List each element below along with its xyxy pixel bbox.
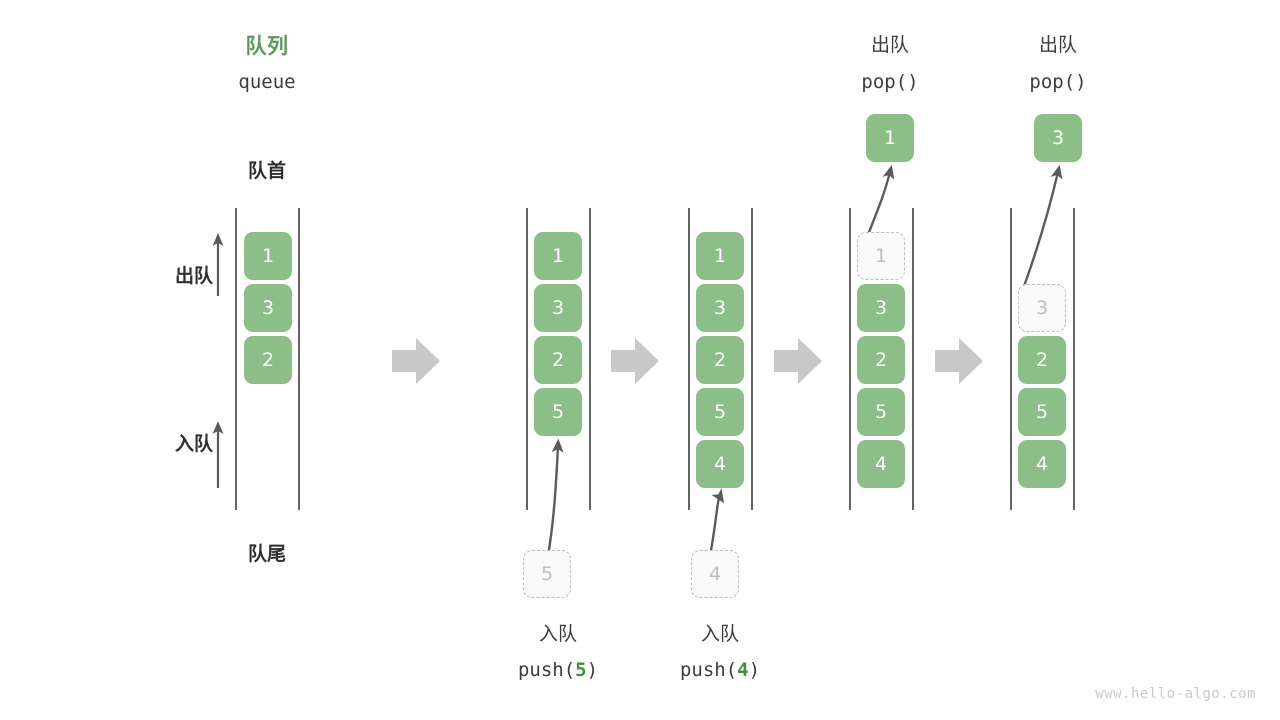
queue-cell[interactable]: 3 [244, 284, 292, 332]
push-caption-code-col3: push(4) [680, 658, 760, 683]
push-code-arg-col3: 4 [737, 659, 749, 681]
queue-cell[interactable]: 5 [857, 388, 905, 436]
queue-cell[interactable]: 1 [244, 232, 292, 280]
queue-rails [235, 208, 1075, 510]
popped-cell[interactable]: 1 [866, 114, 914, 162]
push-caption-cn-col3: 入队 [700, 623, 740, 645]
pop-header-code-col4: pop() [861, 71, 919, 93]
push-code-suffix-col2: ) [586, 659, 599, 681]
queue-cell[interactable]: 3 [857, 284, 905, 332]
push-motion-arrows [546, 438, 725, 557]
queue-cell[interactable]: 2 [244, 336, 292, 384]
push-arrow-4 [708, 488, 725, 557]
push-code-prefix-col2: push( [517, 659, 576, 681]
incoming-ghost-cell[interactable]: 5 [523, 550, 571, 598]
outgoing-ghost-cell[interactable]: 3 [1018, 284, 1066, 332]
pop-header-cn-col5: 出队 [1038, 34, 1078, 56]
push-code-arg-col2: 5 [575, 659, 587, 681]
queue-cell[interactable]: 2 [857, 336, 905, 384]
queue-cell[interactable]: 4 [857, 440, 905, 488]
queue-title-cn: 队列 [245, 34, 289, 58]
incoming-ghost-cell[interactable]: 4 [691, 550, 739, 598]
push-caption-cn-col2: 入队 [538, 623, 578, 645]
outgoing-ghost-cell[interactable]: 1 [857, 232, 905, 280]
queue-cell[interactable]: 1 [534, 232, 582, 280]
push-caption-code-col2: push(5) [518, 658, 598, 683]
pop-arrow-3 [1020, 164, 1063, 293]
push-code-prefix-col3: push( [679, 659, 738, 681]
step-arrow-1 [392, 338, 440, 384]
queue-cell[interactable]: 4 [1018, 440, 1066, 488]
queue-cell[interactable]: 5 [534, 388, 582, 436]
queue-title-en: queue [238, 71, 296, 93]
queue-cell[interactable]: 3 [696, 284, 744, 332]
site-watermark: www.hello-algo.com [1095, 686, 1256, 702]
step-arrow-2 [611, 338, 659, 384]
push-code-suffix-col3: ) [748, 659, 761, 681]
push-arrow-5 [546, 438, 564, 557]
queue-cell[interactable]: 2 [696, 336, 744, 384]
pop-header-code-col5: pop() [1029, 71, 1087, 93]
queue-cell[interactable]: 5 [1018, 388, 1066, 436]
rear-label: 队尾 [247, 543, 287, 565]
pop-header-cn-col4: 出队 [870, 34, 910, 56]
enqueue-side-label: 入队 [175, 433, 214, 455]
pop-arrow-1 [864, 164, 895, 241]
front-label: 队首 [247, 160, 287, 182]
step-arrow-4 [935, 338, 983, 384]
queue-cell[interactable]: 5 [696, 388, 744, 436]
queue-cell[interactable]: 2 [1018, 336, 1066, 384]
queue-cell[interactable]: 4 [696, 440, 744, 488]
queue-cell[interactable]: 3 [534, 284, 582, 332]
step-arrow-3 [774, 338, 822, 384]
dequeue-side-label: 出队 [175, 265, 214, 287]
popped-cell[interactable]: 3 [1034, 114, 1082, 162]
queue-cell[interactable]: 1 [696, 232, 744, 280]
queue-cell[interactable]: 2 [534, 336, 582, 384]
